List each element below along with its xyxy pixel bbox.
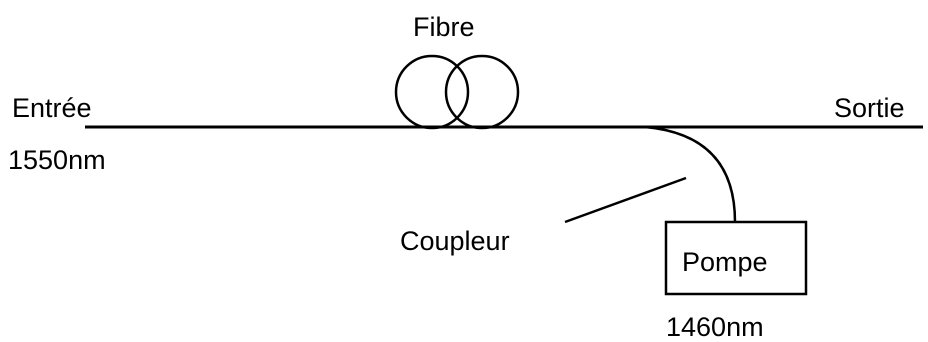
fiber-coil-loop-right xyxy=(444,54,520,130)
coupler-curve xyxy=(644,125,737,223)
fiber-coil-loop-left xyxy=(394,54,470,130)
pump-label: Pompe xyxy=(682,247,768,277)
input-wavelength-label: 1550nm xyxy=(8,145,106,175)
fibre-label: Fibre xyxy=(413,12,475,42)
pump-wavelength-label: 1460nm xyxy=(666,312,764,342)
coupler-leader-line xyxy=(564,176,687,224)
pump-box xyxy=(664,220,808,296)
output-label: Sortie xyxy=(834,93,905,123)
input-label: Entrée xyxy=(12,93,92,123)
coupler-label: Coupleur xyxy=(400,226,510,256)
